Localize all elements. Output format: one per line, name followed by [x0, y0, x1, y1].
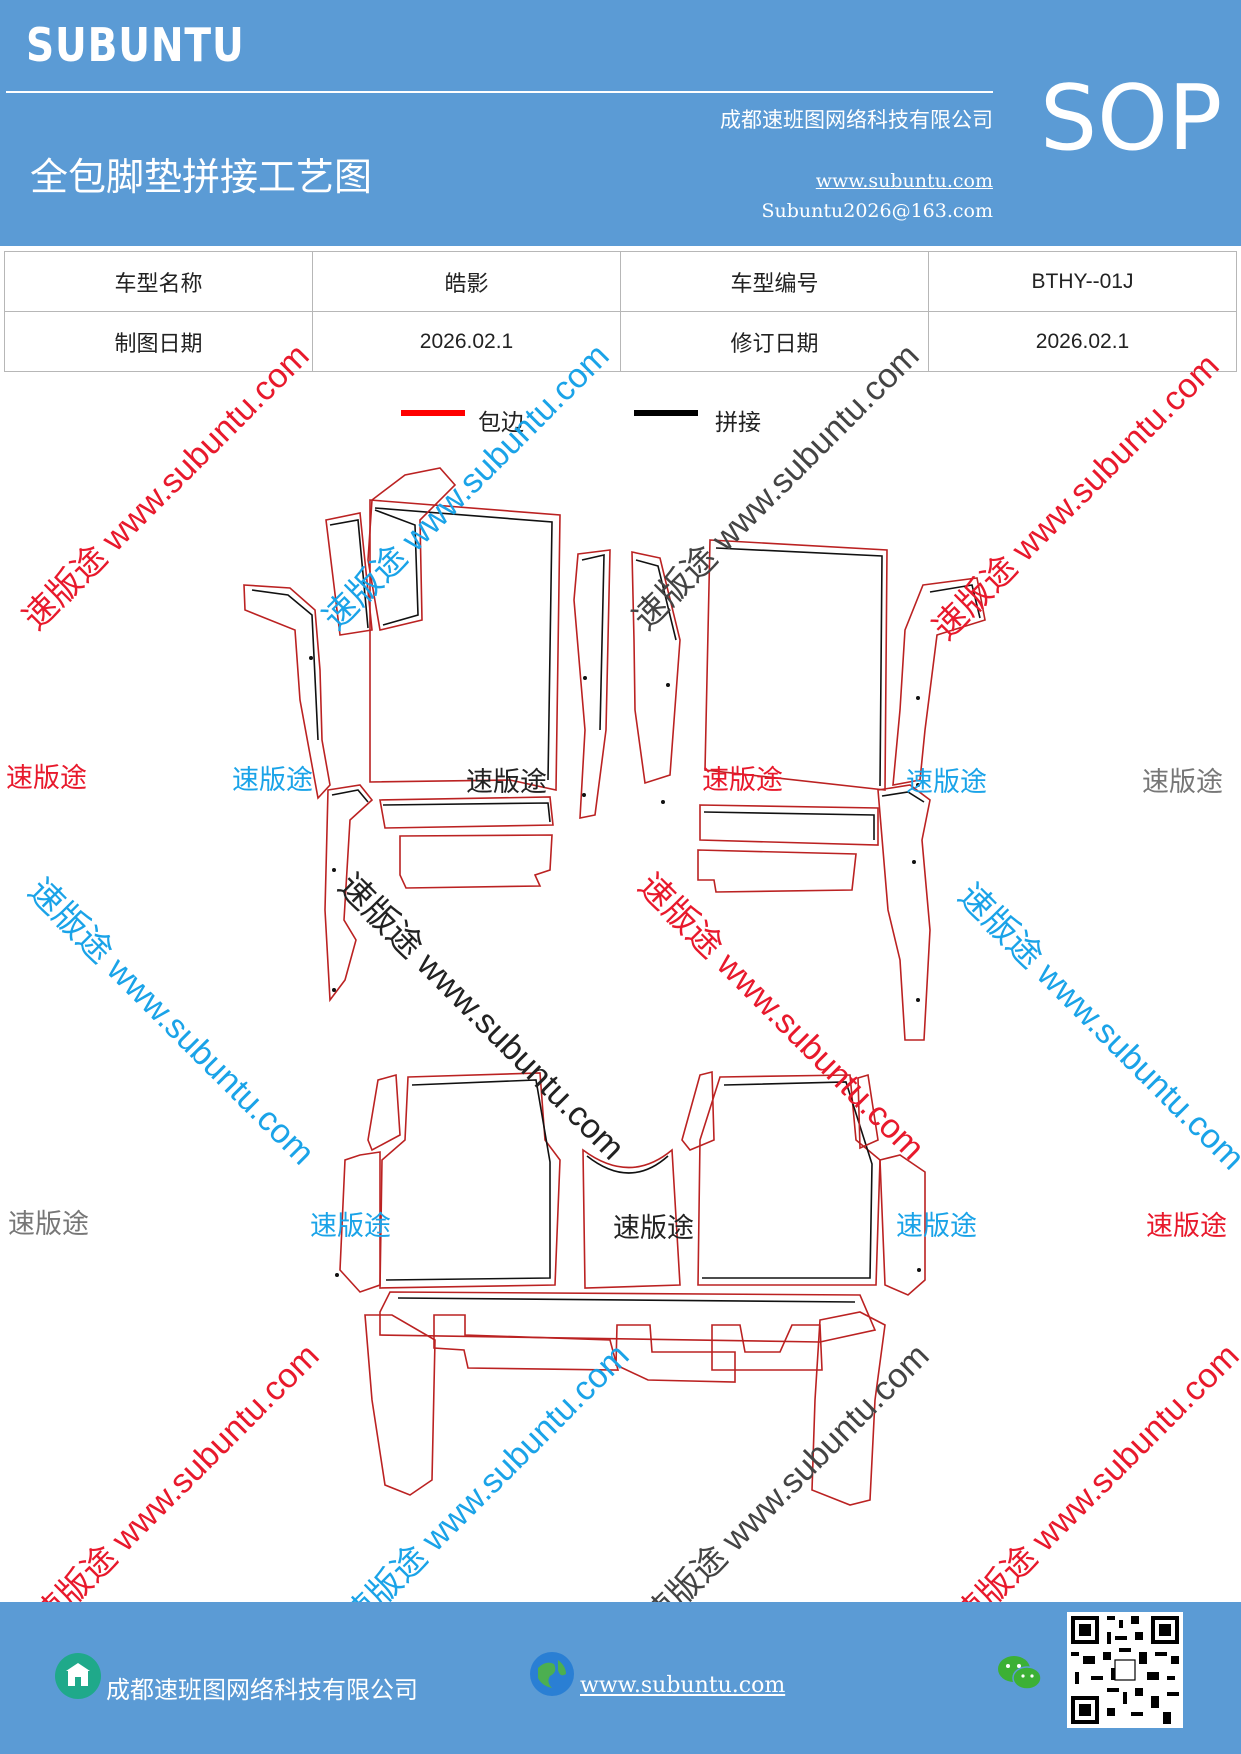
revise-date-value: 2026.02.1	[928, 311, 1237, 372]
legend-label-join: 拼接	[715, 410, 761, 436]
watermark-brand: 速版途	[896, 1211, 977, 1242]
front-right-mats	[631, 539, 986, 1041]
footer-company: 成都速班图网络科技有限公司	[106, 1676, 418, 1704]
watermark-brand: 速版途	[702, 765, 783, 796]
company-name: 成都速班图网络科技有限公司	[720, 108, 993, 132]
qr-code	[1067, 1612, 1183, 1728]
page-title: 全包脚垫拼接工艺图	[30, 155, 373, 199]
watermark-brand: 速版途	[1142, 767, 1223, 798]
watermark-brand: 速版途	[466, 767, 547, 798]
wechat-icon	[998, 1656, 1042, 1690]
globe-icon	[530, 1652, 574, 1696]
model-name-value: 皓影	[312, 251, 621, 312]
footer-website-link[interactable]: www.subuntu.com	[580, 1673, 786, 1698]
draw-date-label: 制图日期	[4, 311, 313, 372]
table-row: 车型名称 皓影 车型编号 BTHY--01J	[4, 251, 1237, 312]
sop-label: SOP	[1040, 66, 1223, 171]
brand-logo: SUBUNTU	[26, 18, 245, 72]
watermark-brand: 速版途	[613, 1213, 694, 1244]
header-bar: SUBUNTU SOP 成都速班图网络科技有限公司 全包脚垫拼接工艺图 www.…	[0, 0, 1241, 246]
header-divider	[6, 91, 993, 93]
building-icon	[55, 1653, 101, 1699]
floor-mat-diagram	[243, 467, 986, 1506]
watermark-brand: 速版途	[1146, 1211, 1227, 1242]
table-row: 制图日期 2026.02.1 修订日期 2026.02.1	[4, 311, 1237, 372]
watermark-brand: 速版途	[8, 1209, 89, 1240]
watermark-brand: 速版途	[6, 763, 87, 794]
email-text: Subuntu2026@163.com	[761, 200, 993, 222]
model-code-label: 车型编号	[620, 251, 929, 312]
front-left-mats	[243, 467, 611, 1003]
watermark-brand: 速版途	[310, 1211, 391, 1242]
info-table: 车型名称 皓影 车型编号 BTHY--01J 制图日期 2026.02.1 修订…	[4, 251, 1237, 372]
website-link[interactable]: www.subuntu.com	[815, 170, 993, 192]
watermark-brand: 速版途	[906, 767, 987, 798]
legend-label-edge: 包边	[478, 410, 524, 436]
model-code-value: BTHY--01J	[928, 251, 1237, 312]
legend-swatch-join	[634, 410, 698, 416]
watermark-brand: 速版途	[232, 765, 313, 796]
rear-mats	[335, 1070, 926, 1506]
draw-date-value: 2026.02.1	[312, 311, 621, 372]
legend-swatch-edge	[401, 410, 465, 416]
model-name-label: 车型名称	[4, 251, 313, 312]
